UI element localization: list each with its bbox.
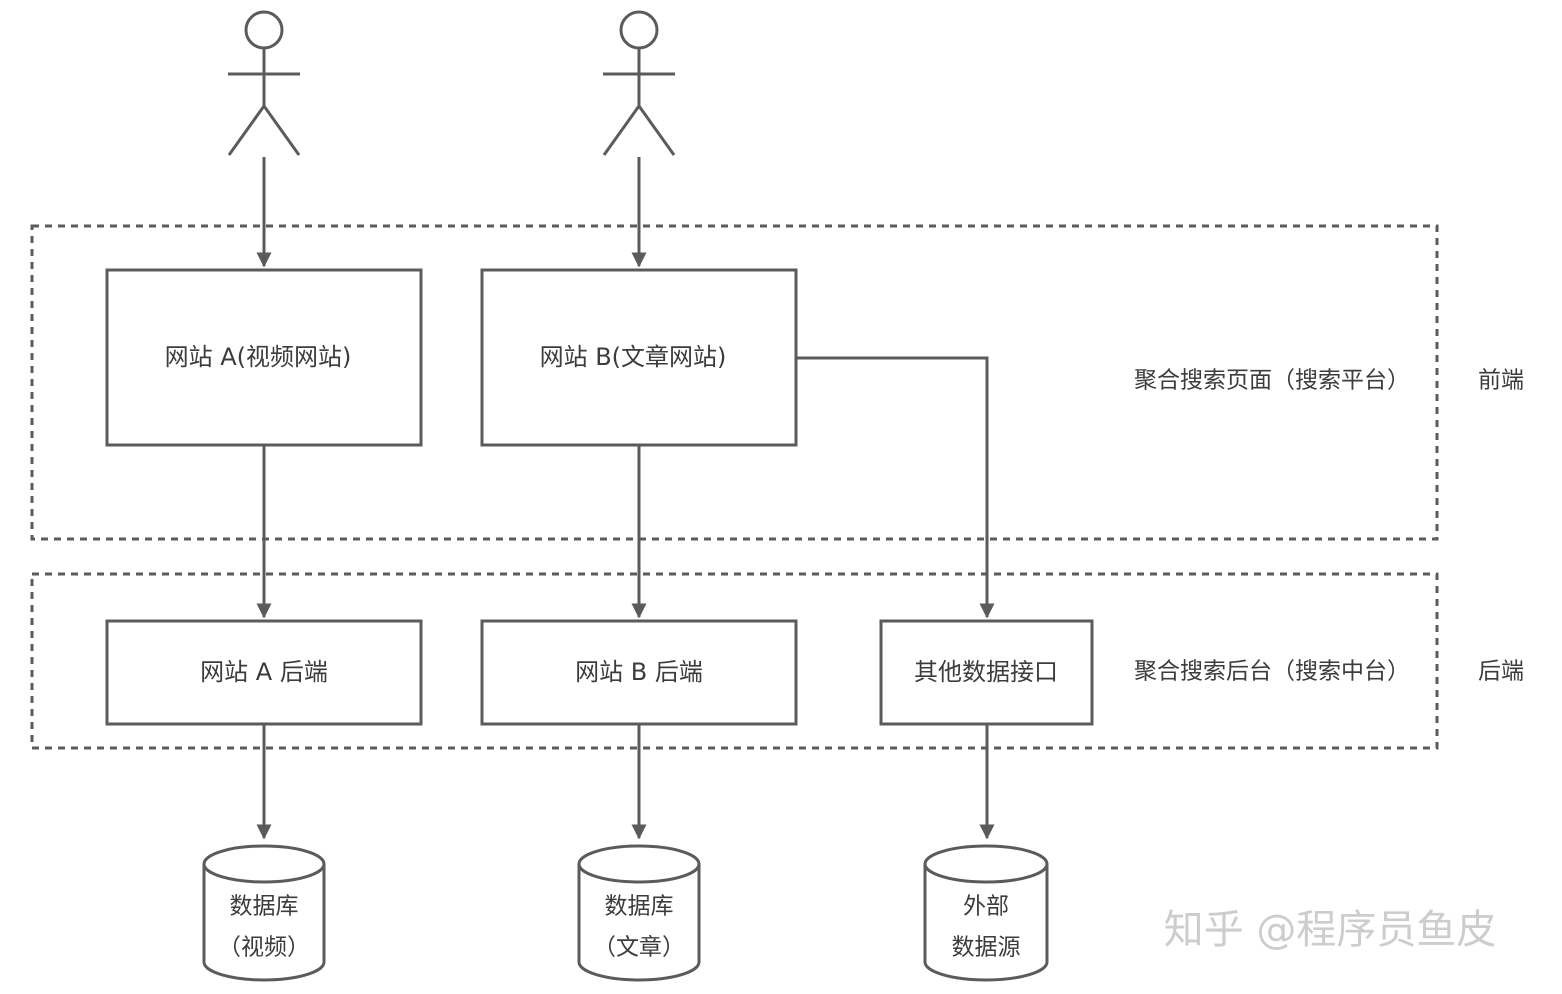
site-b-backend-box — [480, 619, 798, 726]
db-video-label-line1: 数据库 — [230, 894, 299, 920]
frontend-layer-label: 前端 — [1478, 368, 1524, 394]
site-a-label: 网站 A(视频网站) — [165, 343, 352, 371]
db-video-label-line2: （视频） — [218, 935, 310, 961]
edge-site-b-to-other-api — [797, 356, 995, 619]
database-icon — [923, 844, 1049, 982]
db-article-label-line2: （文章） — [593, 935, 685, 961]
db-article-label-line1: 数据库 — [605, 894, 674, 920]
watermark: 知乎 @程序员鱼皮 — [1164, 907, 1497, 953]
frontend-region — [30, 224, 1439, 541]
site-b-backend-label: 网站 B 后端 — [575, 658, 703, 686]
other-api-label: 其他数据接口 — [914, 658, 1058, 686]
external-label-line1: 外部 — [963, 894, 1009, 920]
backend-region — [30, 572, 1439, 750]
database-icon — [202, 844, 326, 982]
site-a-backend-label: 网站 A 后端 — [200, 658, 328, 686]
frontend-region-label: 聚合搜索页面（搜索平台） — [1134, 368, 1410, 394]
external-label-line2: 数据源 — [952, 935, 1021, 961]
site-b-label: 网站 B(文章网站) — [540, 343, 727, 371]
site-a-box — [105, 268, 423, 447]
site-b-box — [480, 268, 798, 447]
database-icon — [577, 844, 701, 982]
site-a-backend-box — [105, 619, 423, 726]
backend-region-label: 聚合搜索后台（搜索中台） — [1134, 659, 1410, 685]
person-icon — [602, 10, 676, 156]
other-api-box — [879, 619, 1094, 726]
person-icon — [227, 10, 301, 156]
backend-layer-label: 后端 — [1478, 659, 1524, 685]
